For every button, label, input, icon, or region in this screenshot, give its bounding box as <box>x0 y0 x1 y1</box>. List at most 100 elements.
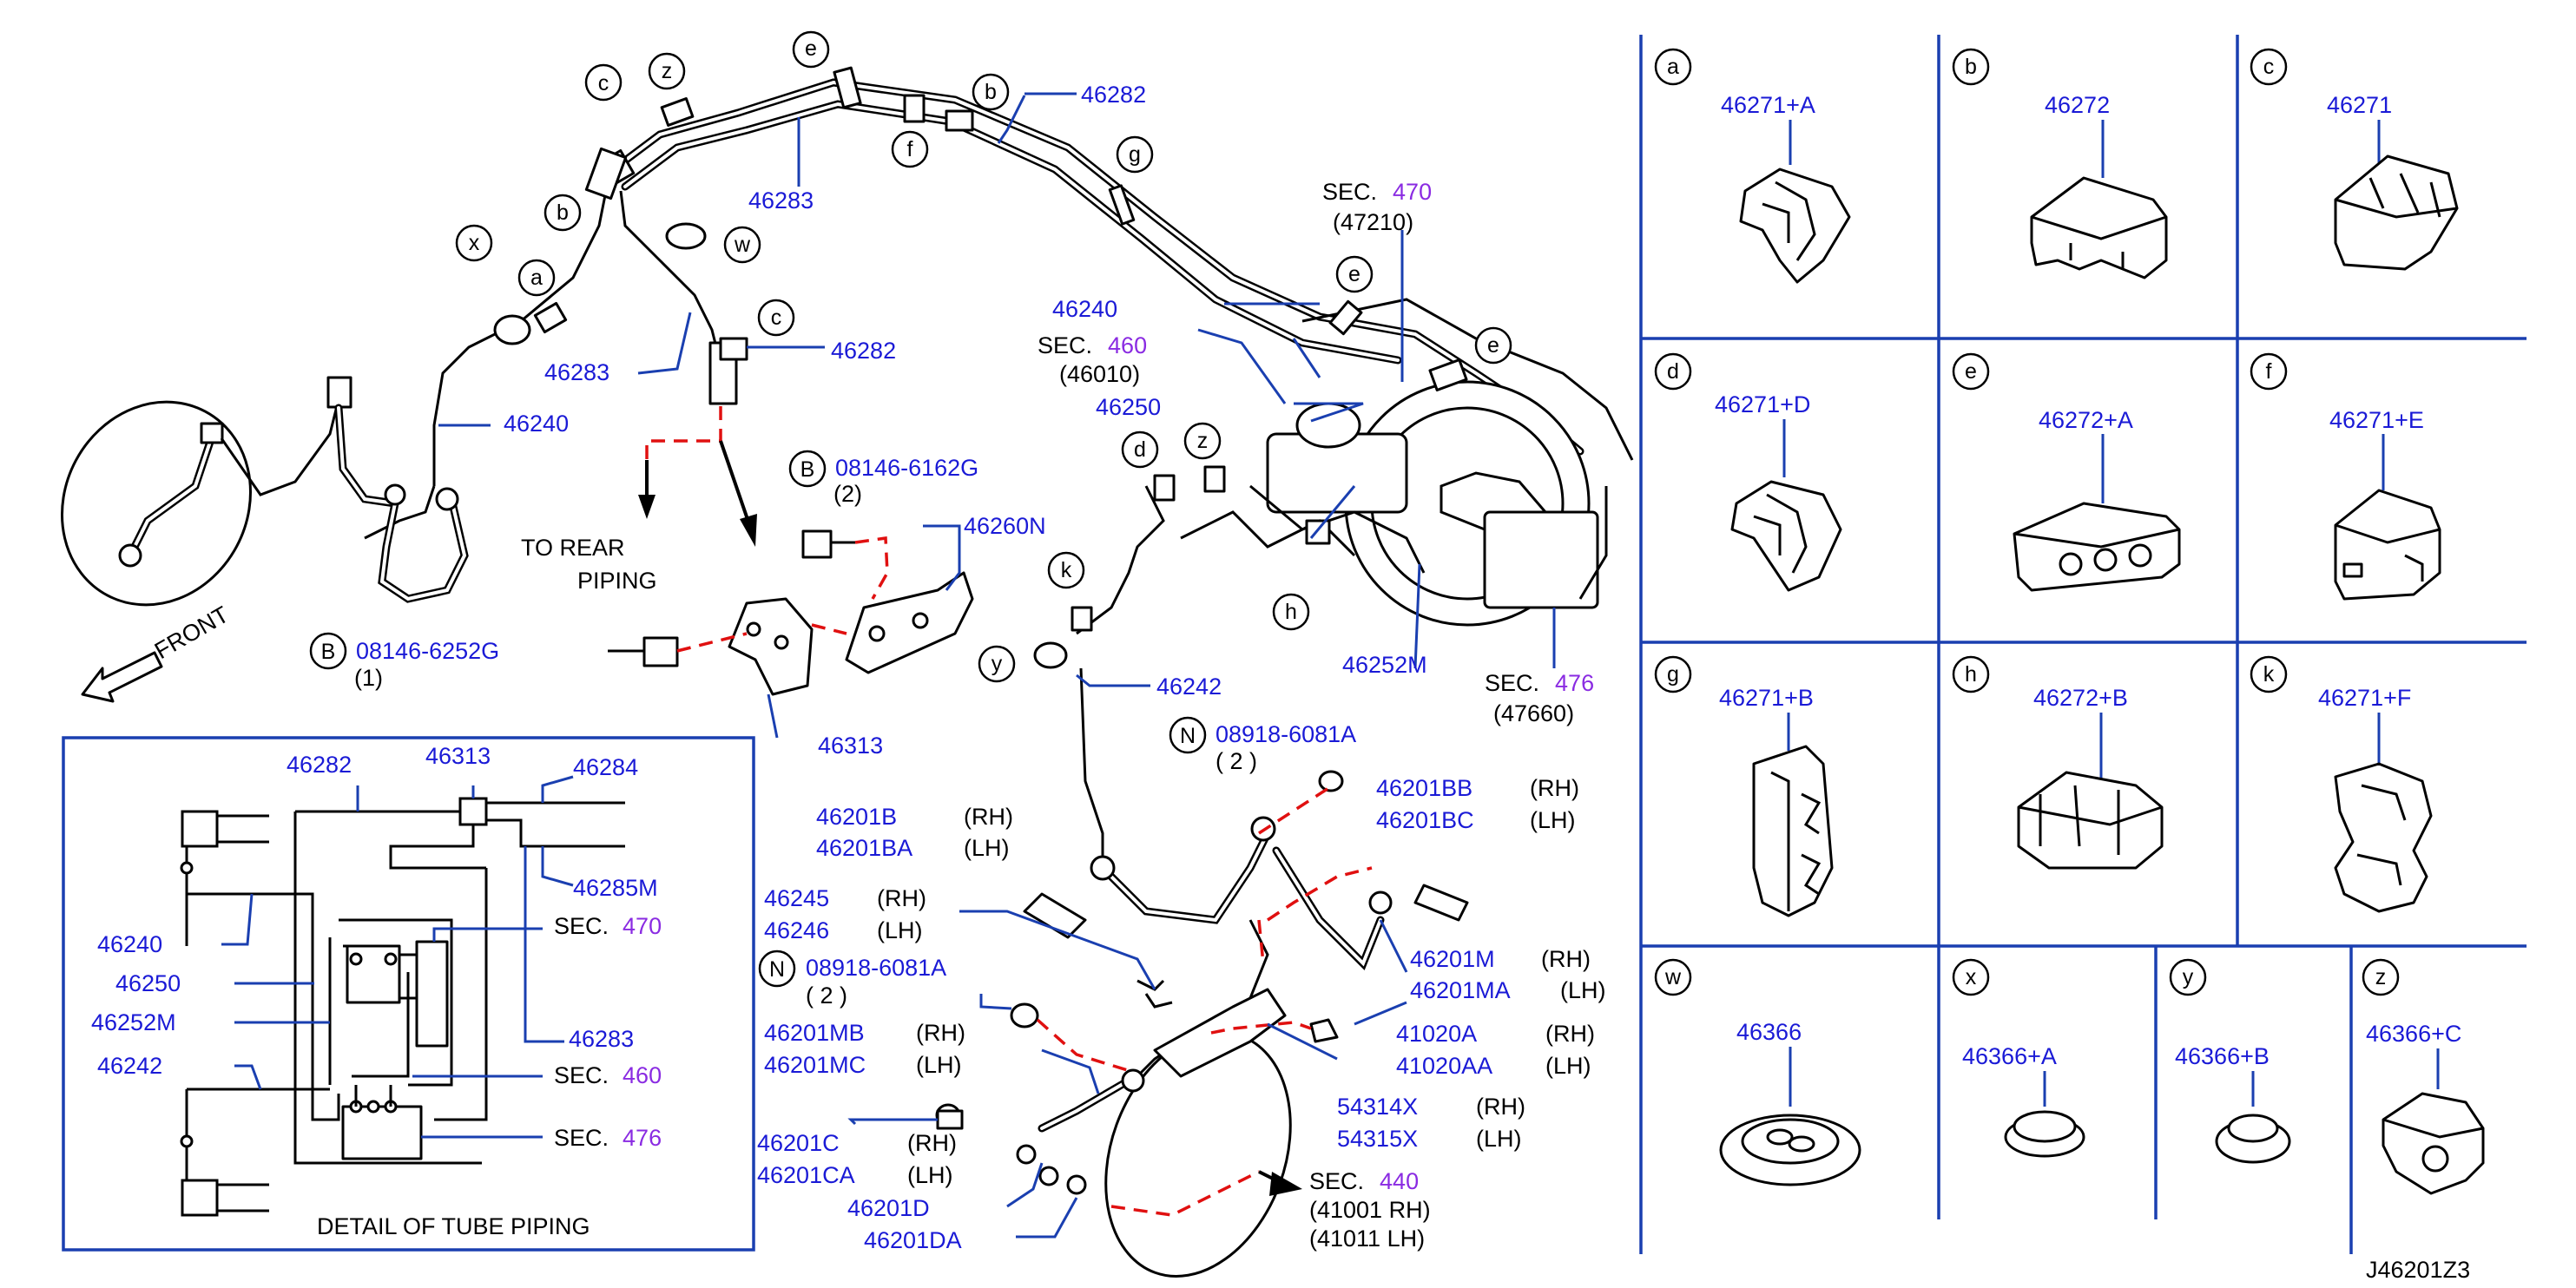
detail-sec476: SEC.476 <box>554 1125 662 1151</box>
detail-label-46285m: 46285M <box>573 875 658 901</box>
clip-cell-e: e 46272+A <box>1952 352 2181 592</box>
callout-k1: k <box>1061 558 1072 582</box>
label-46246-side: (LH) <box>877 917 923 943</box>
clip-cell-d: d 46271+D <box>1654 352 1842 592</box>
detail-label-46313: 46313 <box>425 743 491 769</box>
clip-g-part: 46271+B <box>1719 685 1814 711</box>
detail-sec460-prefix: SEC. <box>554 1062 609 1088</box>
note-to-rear-line2: PIPING <box>577 568 657 594</box>
clip-g-letter: g <box>1667 662 1679 687</box>
label-46246: 46246 <box>764 917 829 943</box>
callout-e2: e <box>1348 262 1360 286</box>
sec460-label: SEC.460 <box>1038 332 1147 358</box>
label-46201m: 46201M <box>1410 946 1495 972</box>
label-54314x-side: (RH) <box>1476 1094 1525 1120</box>
callout-nut-n-upper: N <box>1180 724 1196 748</box>
callout-d1: d <box>1134 437 1146 462</box>
label-qty-1: (1) <box>354 665 383 691</box>
sec460-sub: (46010) <box>1059 361 1140 387</box>
label-41020aa-side: (LH) <box>1545 1053 1591 1079</box>
callout-y1: y <box>992 652 1003 676</box>
detail-label-46282: 46282 <box>287 752 352 778</box>
clip-x-letter: x <box>1966 965 1977 989</box>
detail-sec460-number: 460 <box>623 1062 662 1088</box>
detail-labels: 46282 46313 46284 46285M 46240 46250 462… <box>91 743 662 1239</box>
tube-piping-detail: 46282 46313 46284 46285M 46240 46250 462… <box>62 736 755 1252</box>
clip-cell-x: x 46366+A <box>1952 958 2085 1158</box>
label-46201d: 46201D <box>847 1195 930 1221</box>
detail-title: DETAIL OF TUBE PIPING <box>317 1213 590 1239</box>
callout-c2: c <box>771 306 782 330</box>
callout-w1: w <box>734 233 751 257</box>
clip-y-letter: y <box>2183 965 2194 989</box>
sec440-lh: (41011 LH) <box>1309 1226 1425 1252</box>
pipe-clips <box>493 66 1468 669</box>
detail-label-46283: 46283 <box>569 1026 634 1052</box>
label-46313: 46313 <box>818 733 883 759</box>
clip-k-part: 46271+F <box>2318 685 2411 711</box>
front-arrow-icon <box>81 651 163 703</box>
section-references: SEC.470 (47210) SEC.460 (46010) SEC.476 … <box>1038 179 1594 1252</box>
sec460-number: 460 <box>1108 332 1147 358</box>
detail-label-46240: 46240 <box>97 931 162 957</box>
label-46201da: 46201DA <box>864 1227 962 1253</box>
sec470-number: 470 <box>1393 179 1432 205</box>
detail-sec470-number: 470 <box>623 913 662 939</box>
sec440-number: 440 <box>1380 1168 1419 1194</box>
label-46245-side: (RH) <box>877 885 926 911</box>
label-46201ma-side: (LH) <box>1560 977 1606 1003</box>
clip-h-part: 46272+B <box>2033 685 2128 711</box>
detail-sec476-prefix: SEC. <box>554 1125 609 1151</box>
detail-sec470: SEC. 470 <box>554 913 662 939</box>
label-46252m: 46252M <box>1342 652 1427 678</box>
clip-w-part: 46366 <box>1736 1019 1802 1045</box>
label-46201m-side: (RH) <box>1541 946 1591 972</box>
clip-cell-a: a 46271+A <box>1654 48 1851 284</box>
label-46201ba-side: (LH) <box>964 835 1010 861</box>
label-46201mc: 46201MC <box>764 1052 866 1078</box>
clip-y-part: 46366+B <box>2175 1043 2270 1069</box>
label-qty-2-b: ( 2 ) <box>1216 748 1257 774</box>
callout-h1: h <box>1285 600 1297 624</box>
detail-frame <box>62 736 755 1252</box>
callout-bolt-b-upper: B <box>800 457 815 482</box>
diagram-code: J46201Z3 <box>2366 1257 2470 1283</box>
clip-f-part: 46271+E <box>2329 407 2424 433</box>
label-nut-08918-6081a-lower: 08918-6081A <box>806 955 946 981</box>
left-wheel-hose <box>61 376 469 607</box>
detail-leaders <box>221 775 574 1139</box>
callout-g1: g <box>1129 142 1141 167</box>
detail-label-46250: 46250 <box>115 970 181 996</box>
detail-sec460: SEC. 460 <box>554 1062 662 1088</box>
letter-callouts: c z e b f g b x a w c e e d z h k y B B … <box>309 30 1512 988</box>
upper-pipe-run <box>603 78 1634 461</box>
sec440-prefix: SEC. <box>1309 1168 1364 1194</box>
label-46201ma: 46201MA <box>1410 977 1511 1003</box>
label-46201c-side: (RH) <box>907 1130 957 1156</box>
label-54314x: 54314X <box>1337 1094 1418 1120</box>
label-54315x-side: (LH) <box>1476 1126 1522 1152</box>
label-bolt-08146-6252g: 08146-6252G <box>356 638 499 664</box>
detail-sec470-prefix: SEC. <box>554 913 609 939</box>
label-bolt-08146-6162g: 08146-6162G <box>835 455 978 481</box>
callout-f1: f <box>907 137 913 161</box>
label-46242: 46242 <box>1156 674 1222 700</box>
main-part-labels: 46282 46283 46283 46282 46240 46240 4625… <box>354 82 1606 1253</box>
label-46201bb: 46201BB <box>1376 775 1472 801</box>
sec470-sub: (47210) <box>1333 209 1413 235</box>
label-46250: 46250 <box>1096 394 1161 420</box>
clip-b-letter: b <box>1965 55 1977 79</box>
label-41020aa: 41020AA <box>1396 1053 1492 1079</box>
note-to-rear-line1: TO REAR <box>521 535 625 561</box>
label-46201ca: 46201CA <box>757 1162 855 1188</box>
junction-block-46313 <box>608 341 974 696</box>
leader-lines <box>438 92 1556 1239</box>
callout-e3: e <box>1487 333 1499 358</box>
clip-x-part: 46366+A <box>1962 1043 2057 1069</box>
label-46201ca-side: (LH) <box>907 1162 953 1188</box>
label-46260n: 46260N <box>964 513 1046 539</box>
label-46201ba: 46201BA <box>816 835 912 861</box>
callout-x1: x <box>469 231 480 255</box>
label-46201mb: 46201MB <box>764 1020 865 1046</box>
detail-label-46284: 46284 <box>573 754 638 780</box>
